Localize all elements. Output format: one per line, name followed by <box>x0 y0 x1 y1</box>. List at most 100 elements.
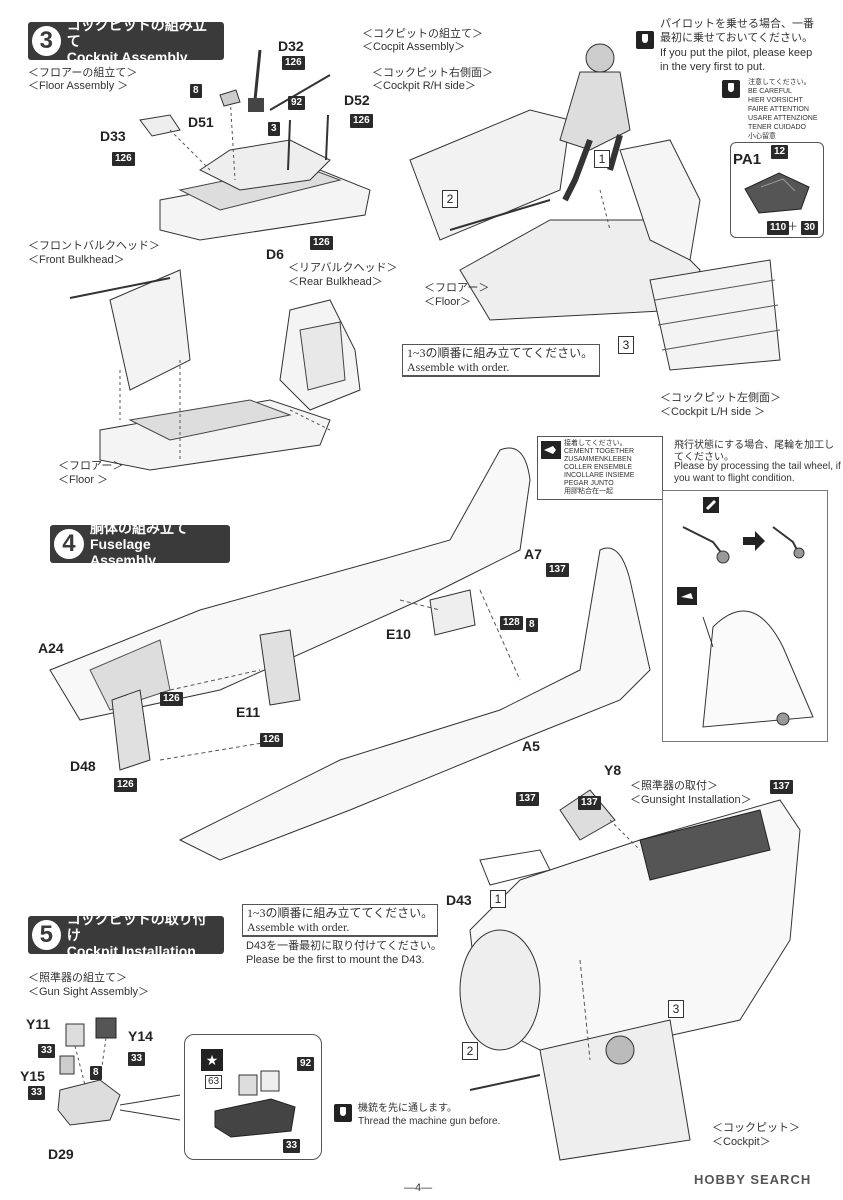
color-code: 30 <box>801 221 819 235</box>
star-badge: ★ <box>201 1049 223 1071</box>
floor-assembly-en: ＜Floor Assembly ＞ <box>28 80 129 92</box>
caution-icon <box>334 1104 352 1122</box>
gunsight-installation-en: ＜Gunsight Installation＞ <box>630 794 752 806</box>
machine-gun-note-jp: 機銃を先に通します。 <box>358 1103 457 1114</box>
part-label-d32: D32 <box>278 38 304 54</box>
tail-wheel-drawing <box>682 497 805 564</box>
rear-bulkhead-jp: ＜リアバルクヘッド＞ <box>288 262 398 274</box>
step-title-jp: コックピットの取り付け <box>66 911 207 943</box>
floor-label-jp: ＜フロアー＞ <box>58 460 124 472</box>
cement-line: INCOLLARE INSIEME <box>564 472 635 479</box>
gun-sight-assembly-en: ＜Gun Sight Assembly＞ <box>28 986 150 998</box>
first-mount-jp: D43を一番最初に取り付けてください。 <box>246 940 442 952</box>
cement-line: COLLER ENSEMBLE <box>564 464 633 471</box>
color-code: 137 <box>770 780 793 794</box>
color-code: 137 <box>516 792 539 806</box>
sequence-marker: 2 <box>462 1042 478 1060</box>
color-code-63: 63 <box>205 1075 223 1089</box>
step-number: 4 <box>54 529 84 559</box>
pilot-note-en2: in the very first to put. <box>660 61 766 73</box>
part-label-y8: Y8 <box>604 762 622 778</box>
color-code: 8 <box>90 1066 102 1080</box>
floor-assembly-drawing <box>139 49 371 241</box>
gun-sight-drawing <box>57 1017 181 1126</box>
pa1-callout: PA1 12 110 ＋ 30 <box>730 142 824 238</box>
color-code: 8 <box>190 84 202 98</box>
part-label-d29: D29 <box>48 1146 74 1162</box>
cockpit-lh-en: ＜Cockpit L/H side ＞ <box>660 406 766 418</box>
step-title-en: Cockpit Installation <box>66 943 196 959</box>
first-mount-en: Please be the first to mount the D43. <box>246 954 425 966</box>
tail-fin-drawing <box>677 587 814 728</box>
part-label-y14: Y14 <box>128 1028 153 1044</box>
step-title-jp: 胴体の組み立て <box>89 520 188 536</box>
cement-callout: 接着してください。 CEMENT TOGETHER ZUSAMMENKLEBEN… <box>537 436 663 500</box>
cement-line: 接着してください。 <box>564 440 627 447</box>
caution-line: USARE ATTENZIONE <box>748 115 818 122</box>
floor-label2-jp: ＜フロアー＞ <box>424 282 490 294</box>
color-code: 8 <box>526 618 538 632</box>
part-label-a5: A5 <box>522 738 540 754</box>
part-label-y11: Y11 <box>26 1016 51 1032</box>
cement-list: 接着してください。 CEMENT TOGETHER ZUSAMMENKLEBEN… <box>564 440 634 496</box>
part-label-d6: D6 <box>266 246 284 262</box>
color-code: 126 <box>350 114 373 128</box>
part-label-e10: E10 <box>386 626 411 642</box>
color-code: 137 <box>578 796 601 810</box>
glue-tube-icon <box>541 441 561 459</box>
color-code: 12 <box>771 145 789 159</box>
floor-label-en: ＜Floor ＞ <box>58 474 109 486</box>
tail-wheel-callout <box>662 490 828 742</box>
step-title-en: Fuselage Assembly <box>89 536 157 568</box>
flight-note-en1: Please by processing the tail wheel, if <box>674 461 841 472</box>
cockpit-pilot-drawing <box>409 43 781 371</box>
caution-icon <box>722 80 740 98</box>
color-code: 33 <box>283 1139 301 1153</box>
sequence-marker: 1 <box>594 150 610 168</box>
caution-line: 注意してください。 <box>748 79 811 86</box>
flight-note-jp: 飛行状態にする場合、尾輪を加工してください。 <box>674 440 843 464</box>
color-code: 110 <box>767 221 790 235</box>
order-note-jp: 1~3の順番に組み立ててください。 <box>247 906 434 920</box>
cement-line: PEGAR JUNTO <box>564 480 614 487</box>
step-title-en: Cockpit Assembly <box>66 49 188 65</box>
color-code: 126 <box>114 778 137 792</box>
color-code: 128 <box>500 616 523 630</box>
star-icon: ★ <box>205 1051 219 1068</box>
order-note-box: 1~3の順番に組み立ててください。 Assemble with order. <box>402 344 600 377</box>
part-label-d48: D48 <box>70 758 96 774</box>
order-note-jp: 1~3の順番に組み立ててください。 <box>407 346 594 360</box>
part-label-d52: D52 <box>344 92 370 108</box>
step5-header: 5 コックピットの取り付け Cockpit Installation <box>28 911 224 959</box>
color-code: 126 <box>310 236 333 250</box>
color-code: 92 <box>297 1057 315 1071</box>
part-label-a24: A24 <box>38 640 64 656</box>
part-label-d33: D33 <box>100 128 126 144</box>
order-note-en: Assemble with order. <box>247 920 350 934</box>
gunsight-installation-jp: ＜照準器の取付＞ <box>630 780 718 792</box>
caution-line: HIER VORSICHT <box>748 97 803 104</box>
pilot-note-jp1: パイロットを乗せる場合、一番 <box>660 18 814 30</box>
glue-caution-icon <box>636 31 654 49</box>
cockpit-label-jp: ＜コックピット＞ <box>712 1122 800 1134</box>
part-label-e11: E11 <box>236 704 261 720</box>
caution-line: BE CAREFUL <box>748 88 792 95</box>
page-number: —4— <box>404 1182 433 1194</box>
part-label-y15: Y15 <box>20 1068 45 1084</box>
color-code: 92 <box>288 96 306 110</box>
cockpit-installation-drawing <box>459 789 801 1161</box>
front-bulkhead-jp: ＜フロントバルクヘッド＞ <box>28 240 160 252</box>
part-label-pa1: PA1 <box>733 151 762 168</box>
color-code: 33 <box>128 1052 146 1066</box>
gun-sight-painted-drawing <box>214 1070 296 1138</box>
order-note-en: Assemble with order. <box>407 360 510 374</box>
step3-header: 3 コックピットの組み立て Cockpit Assembly <box>28 17 224 65</box>
flight-note-en2: you want to flight condition. <box>674 473 795 484</box>
sequence-marker: 3 <box>668 1000 684 1018</box>
step-number: 3 <box>32 26 61 56</box>
color-code: 126 <box>112 152 135 166</box>
color-code: 126 <box>260 733 283 747</box>
sequence-marker: 3 <box>618 336 634 354</box>
cockpit-rh-jp: ＜コックピット右側面＞ <box>372 67 493 79</box>
part-label-d43: D43 <box>446 892 472 908</box>
